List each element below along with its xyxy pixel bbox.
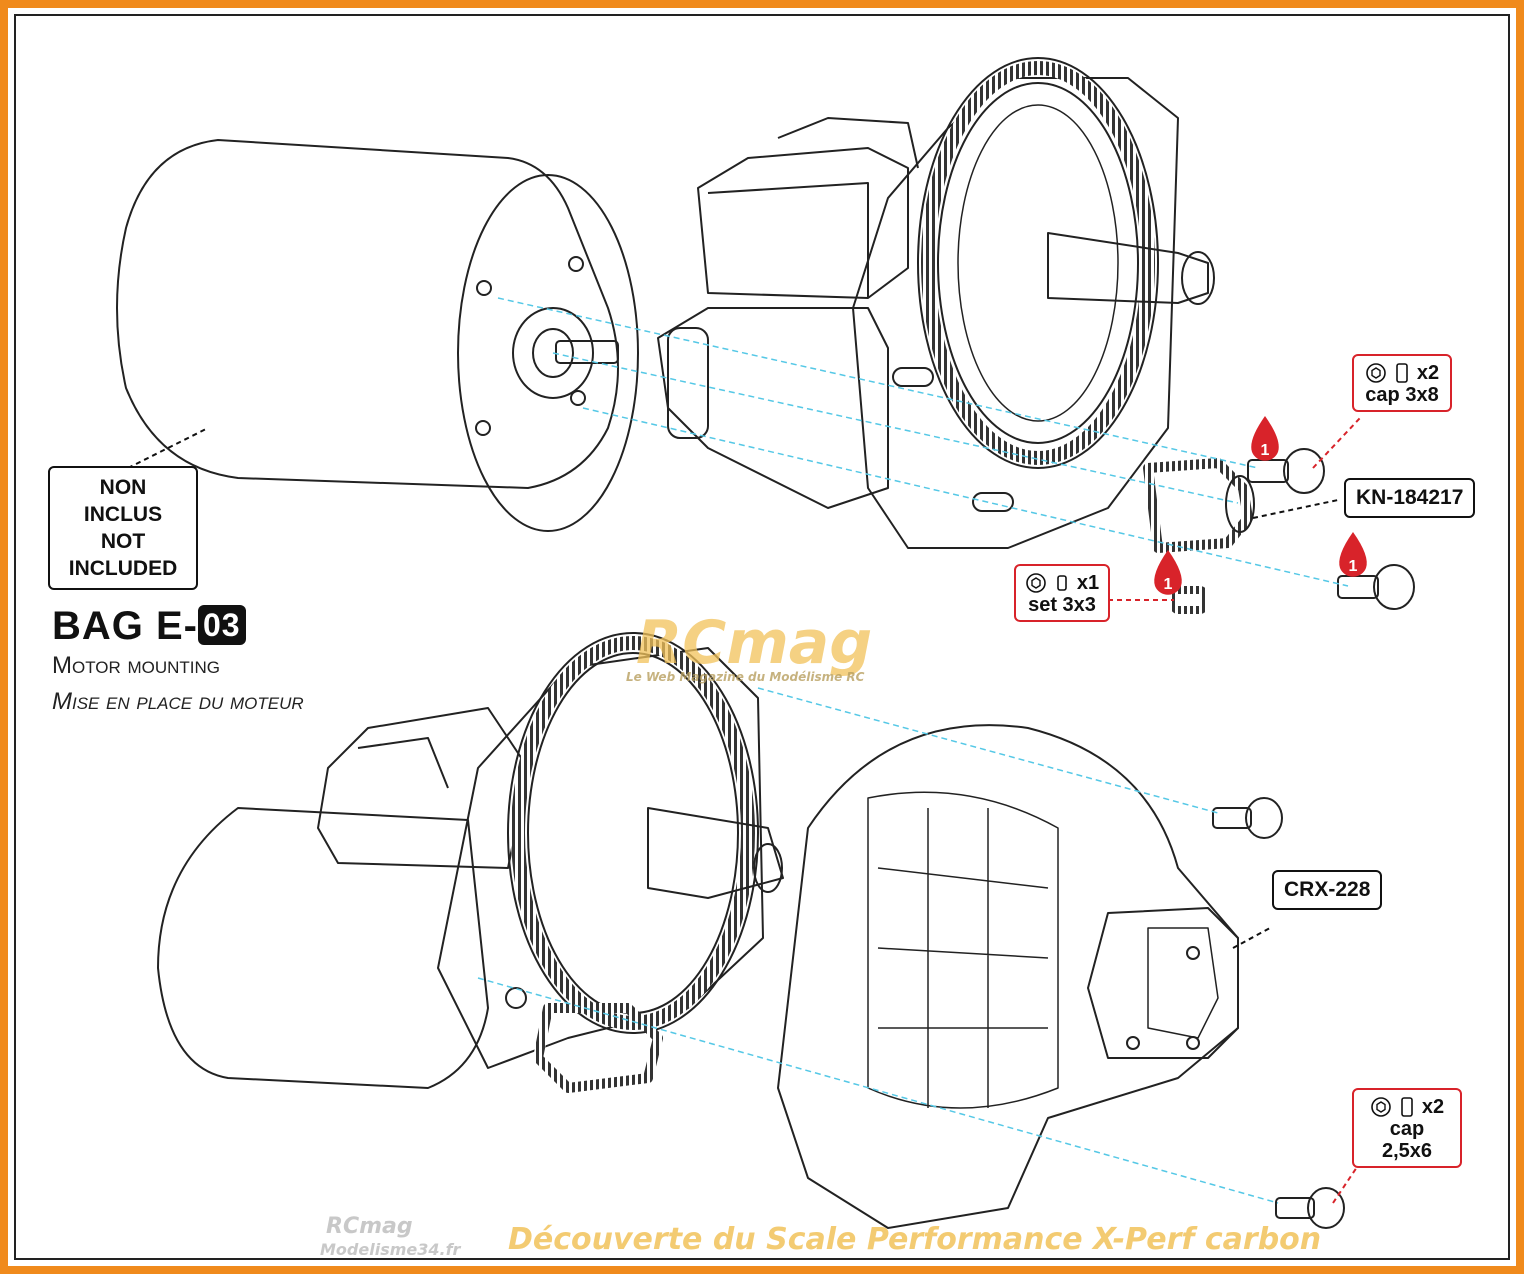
hardware-label: set 3x3 [1028, 594, 1096, 616]
subtitle-french: Mise en place du moteur [52, 688, 304, 715]
threadlock-number: 1 [1164, 576, 1173, 593]
threadlock-drop-3: 1 [1339, 532, 1367, 577]
bag-title: BAG E-03 [52, 604, 246, 649]
not-included-label: NON INCLUS NOT INCLUDED [48, 466, 198, 590]
hardware-qty: x1 [1076, 572, 1100, 594]
gearbox-top [657, 57, 1215, 549]
set-screw [1170, 586, 1208, 614]
hardware-set-3x3: x1 set 3x3 [1014, 564, 1110, 622]
gear-cover [777, 724, 1239, 1229]
threadlock-drop-1: 1 [1251, 416, 1279, 461]
cover-part-code: CRX-228 [1272, 870, 1383, 910]
hardware-cap-3x8: x2 cap 3x8 [1352, 354, 1452, 412]
footer-logo: RCmag [326, 1214, 413, 1239]
footer-caption: Découverte du Scale Performance X-Perf c… [508, 1222, 1322, 1257]
pinion-gear [1143, 458, 1255, 553]
footer-site: Modelisme34.fr [320, 1240, 461, 1259]
screw-head-icon [1366, 363, 1386, 383]
screw-side-icon [1396, 363, 1408, 383]
motor-gearbox-bottom [157, 632, 784, 1093]
bag-number-badge: 03 [198, 605, 246, 645]
screw-head-icon [1371, 1097, 1391, 1117]
set-screw-side-icon [1057, 575, 1067, 591]
alignment-guides [477, 297, 1349, 1204]
inner-border [14, 14, 1510, 1260]
hardware-label: cap 3x8 [1365, 384, 1439, 406]
threadlock-number: 1 [1261, 442, 1270, 459]
not-included-en: NOT INCLUDED [68, 530, 178, 580]
set-screw-head-icon [1026, 573, 1046, 593]
screw-bottom-2 [1275, 1187, 1345, 1229]
hardware-qty: x2 [1416, 362, 1440, 384]
screw-top-2 [1337, 564, 1415, 610]
hardware-qty: x2 [1421, 1096, 1445, 1118]
subtitle-english: Motor mounting [52, 652, 221, 679]
not-included-fr: NON INCLUS [83, 476, 163, 526]
hardware-cap-2-5x6: x2 cap 2,5x6 [1352, 1088, 1462, 1168]
screw-bottom-1 [1212, 797, 1283, 839]
leader-lines [127, 427, 1339, 949]
screw-side-icon [1401, 1097, 1413, 1117]
bag-prefix: BAG E- [52, 604, 198, 648]
threadlock-number: 1 [1349, 558, 1358, 575]
hardware-label: cap 2,5x6 [1381, 1118, 1433, 1162]
rcmag-watermark-tagline: Le Web Magazine du Modélisme RC [626, 670, 865, 684]
threadlock-drop-2: 1 [1154, 550, 1182, 595]
rcmag-watermark-logo: RCmag [636, 608, 873, 678]
pinion-part-code: KN-184217 [1344, 478, 1476, 518]
motor-top [116, 139, 639, 532]
exploded-view-illustration: 1 1 1 [116, 57, 1415, 1229]
